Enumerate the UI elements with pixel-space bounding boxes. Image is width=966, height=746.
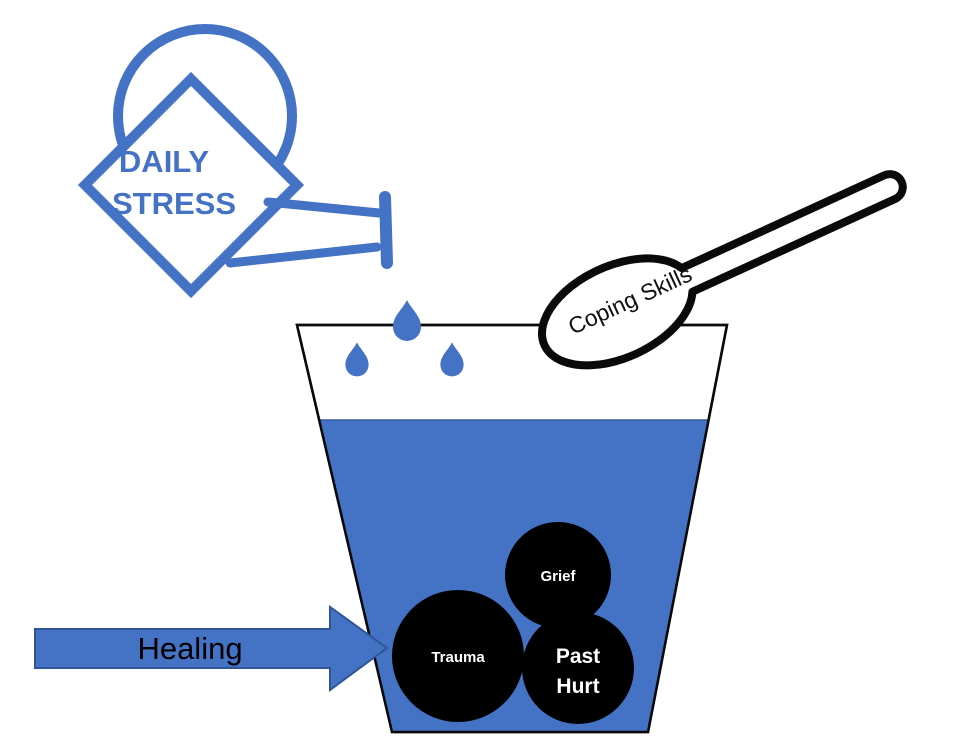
water-drop [440, 342, 464, 377]
healing-arrow: Healing [34, 605, 389, 692]
healing-arrow-shape [34, 605, 389, 692]
watering-can-spout-lower [225, 242, 382, 268]
trauma-label: Trauma [431, 649, 485, 666]
healing-label: Healing [137, 631, 242, 666]
water-drop [393, 300, 421, 341]
grief-stone [505, 522, 611, 628]
daily-stress-label-line1: DAILY [119, 144, 209, 179]
water-drops [345, 300, 464, 377]
watering-can-spout-head [379, 191, 393, 269]
spoon-shape [538, 170, 907, 370]
trauma-stone [392, 590, 524, 722]
past-hurt-stone [522, 612, 634, 724]
watering-can-body [77, 71, 305, 299]
stones: Grief Trauma Past Hurt [392, 522, 634, 724]
water-drop [345, 342, 369, 377]
past-hurt-label-line2: Hurt [556, 675, 599, 698]
watering-can-spout-upper [263, 197, 384, 218]
past-hurt-label-line1: Past [556, 645, 600, 668]
daily-stress-label-line2: STRESS [112, 186, 236, 221]
grief-label: Grief [540, 568, 576, 585]
spoon: Coping Skills [538, 170, 907, 370]
watering-can: DAILY STRESS [77, 24, 393, 299]
